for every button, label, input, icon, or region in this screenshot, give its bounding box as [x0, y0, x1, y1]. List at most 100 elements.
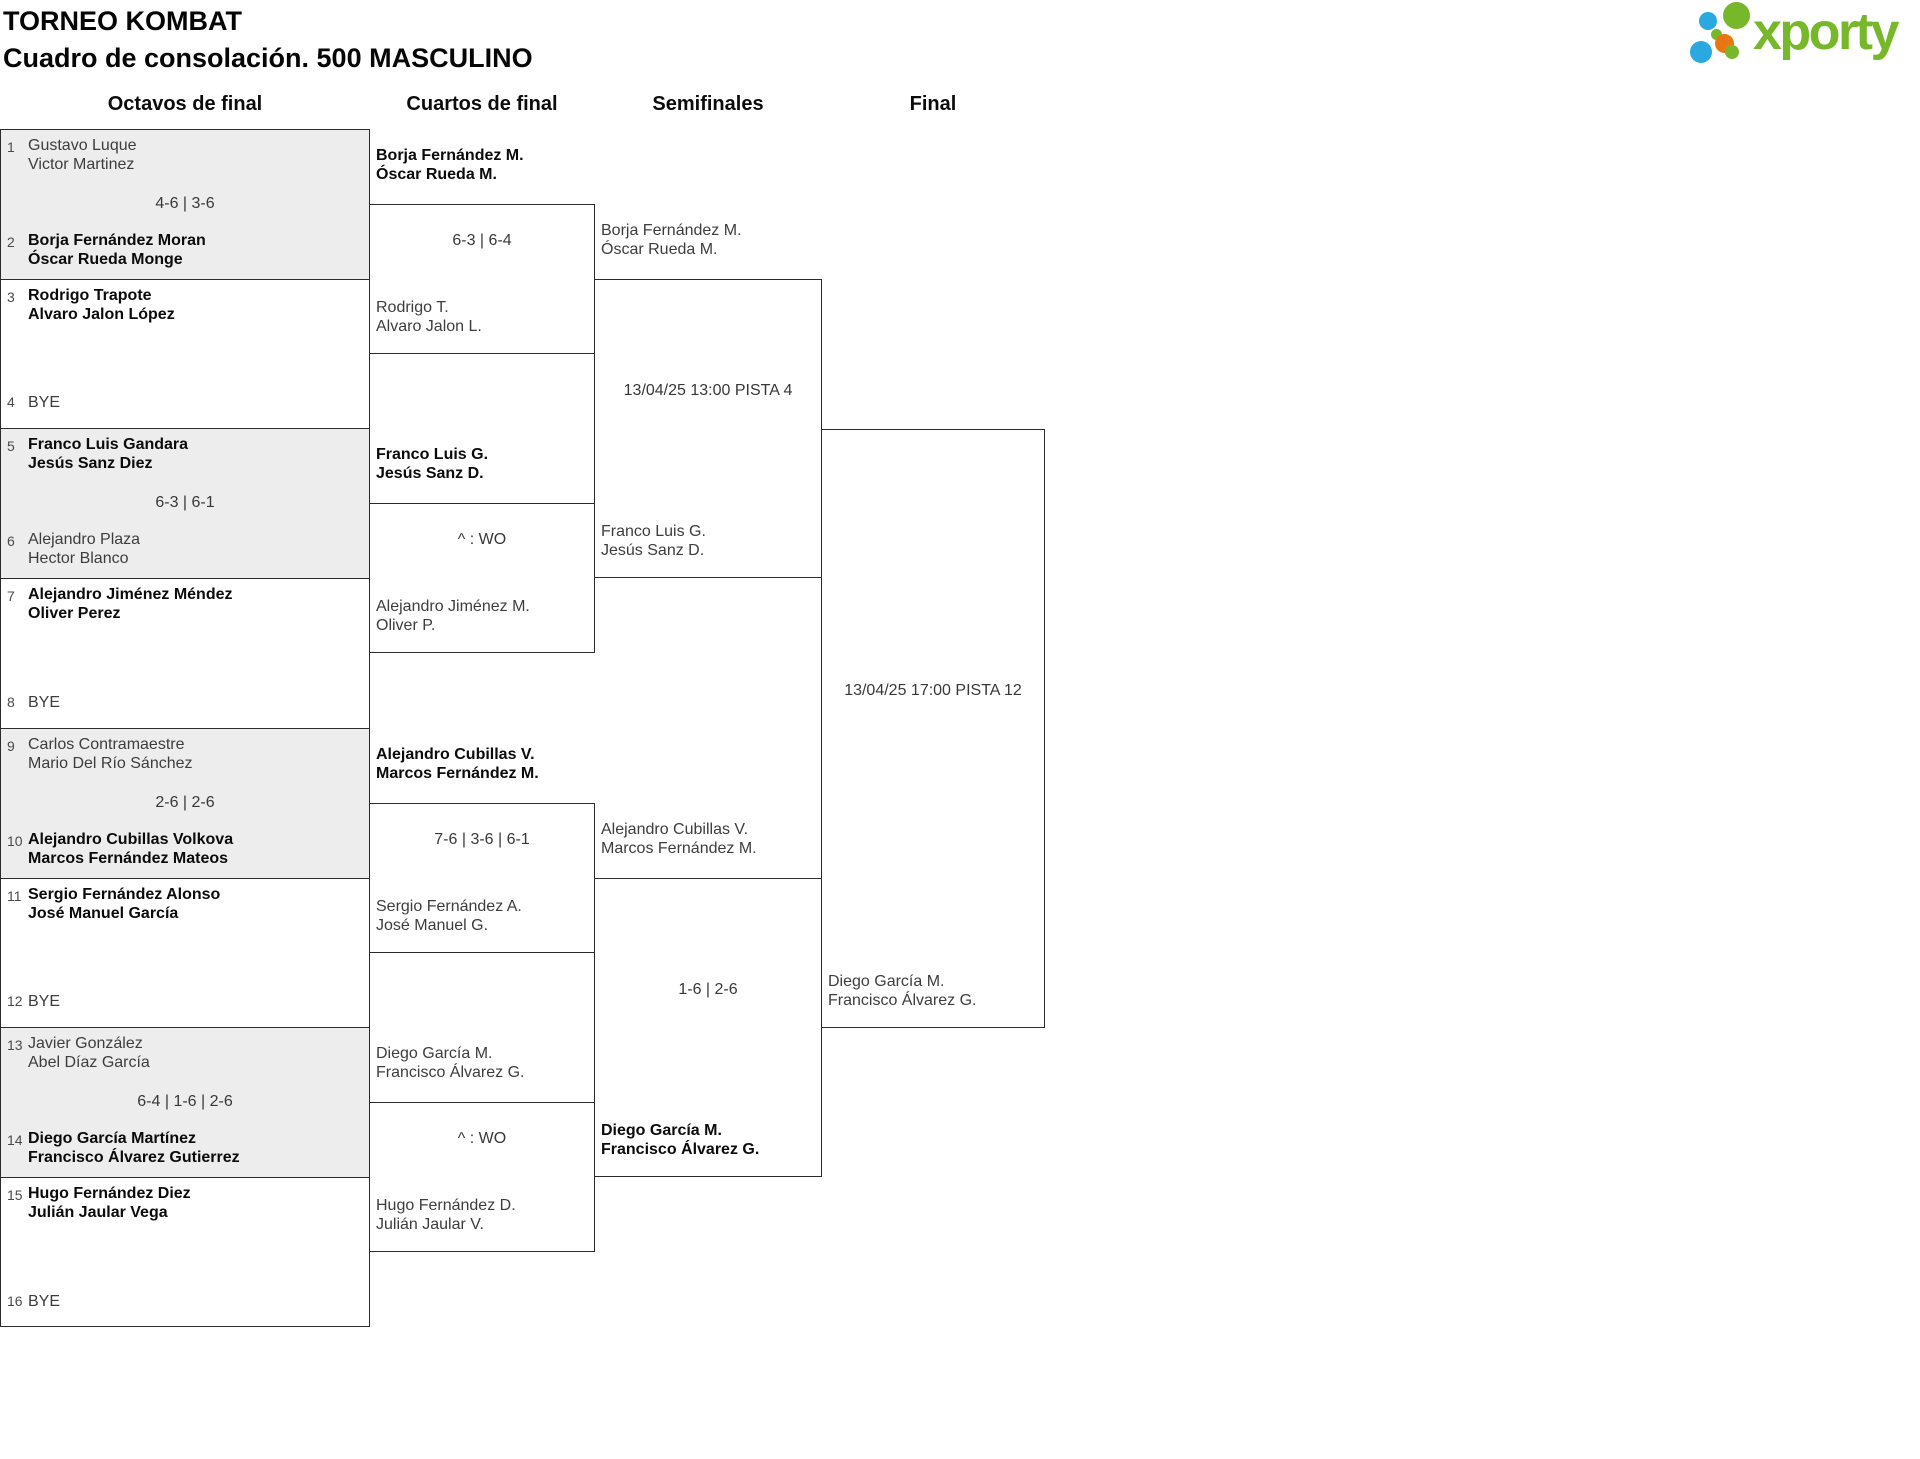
match-score: 7-6 | 3-6 | 6-1 [434, 831, 530, 848]
team-name-line: Victor Martinez [28, 156, 135, 173]
team-name-line: Alvaro Jalon L. [376, 318, 482, 335]
bye-label: BYE [28, 1293, 61, 1310]
team-name-line: Óscar Rueda M. [601, 241, 718, 258]
match-box-r16-1 [0, 129, 370, 279]
team-name-line: Borja Fernández M. [376, 147, 524, 164]
match-score: 6-4 | 1-6 | 2-6 [137, 1093, 233, 1110]
team-entry: Borja Fernández M. Óscar Rueda M. [376, 146, 524, 184]
team-name-line: Alejandro Plaza [28, 531, 141, 548]
match-score: 4-6 | 3-6 [155, 195, 215, 212]
seed-number: 10 [7, 833, 23, 849]
match-score: 2-6 | 2-6 [155, 794, 215, 811]
team-entry: BYE [28, 1292, 60, 1311]
team-entry: Diego García M. Francisco Álvarez G. [376, 1044, 524, 1082]
seed-number: 8 [7, 694, 15, 710]
bracket-subtitle: Cuadro de consolación. 500 MASCULINO [3, 43, 533, 73]
match-box-qf-4 [369, 1102, 595, 1252]
match-box-r16-6 [0, 878, 370, 1027]
logo-dot-blue-small [1699, 12, 1717, 30]
team-name-line: Alejandro Jiménez M. [376, 598, 530, 615]
team-entry: BYE [28, 992, 60, 1011]
seed-number: 6 [7, 533, 15, 549]
team-name-line: Diego García M. [601, 1122, 722, 1139]
seed-number: 4 [7, 394, 15, 410]
team-name-line: Alejandro Cubillas V. [376, 746, 535, 763]
team-name-line: Marcos Fernández M. [601, 840, 757, 857]
team-name-line: Hugo Fernández D. [376, 1197, 516, 1214]
team-name-line: Sergio Fernández A. [376, 898, 522, 915]
seed-number: 2 [7, 234, 15, 250]
team-name-line: Francisco Álvarez G. [828, 992, 977, 1009]
team-name-line: Francisco Álvarez G. [376, 1064, 525, 1081]
walkover-label: ^ : WO [457, 531, 507, 548]
match-score: 6-3 | 6-1 [155, 494, 215, 511]
match-box-qf-1 [369, 204, 595, 354]
team-name-line: Francisco Álvarez G. [601, 1141, 760, 1158]
bye-label: BYE [28, 993, 61, 1010]
team-name-line: Hugo Fernández Diez [28, 1185, 191, 1202]
bye-label: BYE [28, 694, 61, 711]
seed-number: 9 [7, 738, 15, 754]
team-entry: Rodrigo T. Alvaro Jalon L. [376, 298, 482, 336]
round-header-final: Final [909, 93, 957, 115]
team-name-line: Oliver Perez [28, 605, 121, 622]
team-name-line: Alejandro Jiménez Méndez [28, 586, 233, 603]
team-name-line: Franco Luis G. [376, 446, 489, 463]
team-name-line: Sergio Fernández Alonso [28, 886, 221, 903]
team-name-line: Alejandro Cubillas Volkova [28, 831, 234, 848]
logo-dot-green-small [1725, 45, 1739, 59]
match-schedule: 13/04/25 17:00 PISTA 12 [844, 682, 1022, 699]
team-entry: Hugo Fernández D.Julián Jaular V. [376, 1196, 516, 1234]
team-name-line: Óscar Rueda M. [376, 166, 497, 183]
team-name-line: Francisco Álvarez Gutierrez [28, 1149, 240, 1166]
team-name-line: Jesús Sanz Diez [28, 455, 153, 472]
match-schedule: 13/04/25 13:00 PISTA 4 [623, 382, 793, 399]
team-name-line: Mario Del Río Sánchez [28, 755, 193, 772]
team-entry: BYE [28, 693, 60, 712]
team-name-line: Gustavo Luque [28, 137, 137, 154]
seed-number: 5 [7, 438, 15, 454]
team-name-line: Franco Luis Gandara [28, 436, 189, 453]
seed-number: 11 [7, 888, 22, 904]
round-header-sf: Semifinales [652, 93, 764, 115]
team-name-line: Rodrigo T. [376, 299, 449, 316]
team-name-line: Diego García M. [828, 973, 945, 990]
team-name-line: Diego García Martínez [28, 1130, 197, 1147]
seed-number: 16 [7, 1293, 23, 1309]
team-entry: Franco Luis G.Jesús Sanz D. [601, 522, 706, 560]
match-box-final-1 [821, 429, 1045, 1028]
team-entry: Diego García M. Francisco Álvarez G. [828, 972, 976, 1010]
team-entry: Borja Fernández M. Óscar Rueda M. [601, 221, 742, 259]
match-score: 1-6 | 2-6 [678, 981, 738, 998]
xporty-logo[interactable]: xporty [1685, 0, 1920, 70]
team-name-line: Abel Díaz García [28, 1054, 150, 1071]
seed-number: 3 [7, 289, 15, 305]
logo-dot-blue-big [1690, 41, 1712, 63]
team-entry: Sergio Fernández A.José Manuel G. [376, 897, 522, 935]
match-box-qf-2 [369, 503, 595, 653]
match-box-r16-4 [0, 578, 370, 728]
seed-number: 7 [7, 588, 15, 604]
match-box-r16-3 [0, 428, 370, 578]
team-name-line: Jesús Sanz D. [601, 542, 705, 559]
match-box-sf-2 [594, 878, 822, 1177]
team-name-line: Borja Fernández M. [601, 222, 742, 239]
walkover-label: ^ : WO [457, 1130, 507, 1147]
team-name-line: Diego García M. [376, 1045, 493, 1062]
team-name-line: Alvaro Jalon López [28, 306, 175, 323]
team-name-line: Carlos Contramaestre [28, 736, 185, 753]
seed-number: 14 [7, 1132, 23, 1148]
